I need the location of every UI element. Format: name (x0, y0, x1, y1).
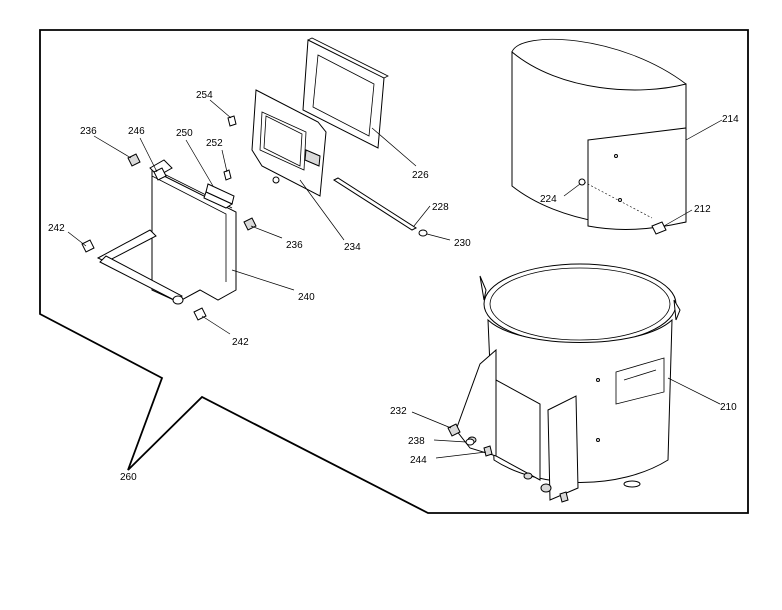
screw-base (559, 491, 569, 503)
screw-224 (578, 178, 586, 186)
bracket-240 (96, 159, 237, 305)
nut-230 (418, 229, 428, 237)
callout-224: 224 (540, 194, 557, 205)
callout-242-left: 242 (48, 223, 65, 234)
screw-236-lower (243, 217, 257, 231)
callout-242-bottom: 242 (232, 337, 249, 348)
callout-250: 250 (176, 128, 193, 139)
callout-236-upper: 236 (80, 126, 97, 137)
callout-244: 244 (410, 455, 427, 466)
screw-254 (227, 115, 237, 127)
callout-238: 238 (408, 436, 425, 447)
detail-callout-outline (39, 29, 749, 514)
callout-234: 234 (344, 242, 361, 253)
callout-240: 240 (298, 292, 315, 303)
leader-lines (67, 99, 723, 459)
nut-246 (153, 167, 167, 181)
callout-246: 246 (128, 126, 145, 137)
callout-260: 260 (120, 472, 137, 483)
callout-210: 210 (720, 402, 737, 413)
callout-212: 212 (694, 204, 711, 215)
callout-labels: 210 212 214 224 226 228 230 232 234 236 … (48, 90, 739, 483)
door-panel-234 (251, 89, 327, 197)
callout-232: 232 (390, 406, 407, 417)
shroud-214 (511, 38, 687, 230)
foot-242-left (81, 239, 95, 253)
screw-244 (483, 445, 493, 457)
latch-250 (203, 183, 235, 209)
callout-230: 230 (454, 238, 471, 249)
window-gasket-frame-226 (302, 37, 389, 149)
callout-236-lower: 236 (286, 240, 303, 251)
callout-226: 226 (412, 170, 429, 181)
hinge-rod-228 (332, 177, 418, 231)
screw-252 (223, 169, 232, 181)
callout-214: 214 (722, 114, 739, 125)
foot-212 (651, 221, 667, 235)
callout-252: 252 (206, 138, 223, 149)
washer-238 (465, 438, 475, 446)
body-210 (455, 263, 681, 501)
callout-254: 254 (196, 90, 213, 101)
screw-236-upper (127, 153, 141, 167)
foot-242-bottom (193, 307, 207, 321)
callout-228: 228 (432, 202, 449, 213)
screw-232 (447, 423, 461, 437)
